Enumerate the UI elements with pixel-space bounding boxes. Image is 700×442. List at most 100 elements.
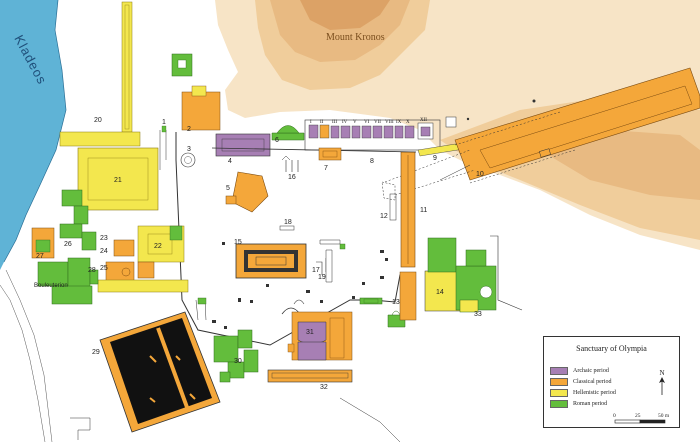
treasury-6 — [361, 125, 372, 139]
building-33-roman-villa — [427, 237, 497, 313]
bouleuterion-south-wing — [297, 341, 327, 361]
roman-30-block — [243, 349, 259, 373]
baths-block — [59, 223, 83, 239]
treasury-terrace: II III IV V VI VII VIII IX X XII I — [304, 118, 441, 151]
building-27-roman — [35, 239, 51, 253]
building-20-stoa — [59, 131, 141, 147]
marker — [380, 276, 384, 279]
leonidaion-mark — [175, 355, 181, 361]
number-label: 8 — [370, 158, 374, 165]
gate-square — [197, 297, 207, 305]
south-road — [339, 397, 401, 442]
marker — [352, 296, 355, 299]
legend-swatch — [550, 366, 568, 375]
philippeion-inner — [184, 156, 192, 164]
west-long-stoa-inner — [124, 4, 130, 130]
treasury-numeral: VI — [364, 120, 370, 125]
complex-block — [51, 285, 93, 305]
building-7-metroon — [318, 147, 342, 161]
building-25-yellow — [97, 279, 189, 293]
building-2 — [181, 91, 221, 131]
treasury-7 — [372, 125, 383, 139]
legend-swatch — [550, 377, 568, 386]
legend-item-hellenistic: Hellenistic period — [550, 388, 616, 397]
small-orange-base — [287, 343, 295, 353]
number-label: 15 — [234, 239, 242, 246]
treasury-terrace-wall — [304, 119, 441, 151]
number-label: 20 — [94, 117, 102, 124]
roman-villa-block — [465, 249, 487, 267]
building-14 — [424, 270, 462, 312]
number-label: 6 — [275, 137, 279, 144]
treasury-numeral: VII — [374, 120, 381, 125]
legend-item-label: Archaic period — [573, 367, 609, 374]
roman-base-small — [339, 243, 346, 250]
palaestra-court — [87, 157, 149, 201]
number-label: 24 — [100, 248, 108, 255]
north-arrow-icon — [659, 377, 665, 395]
building-13-apse — [391, 310, 401, 316]
number-label: 21 — [114, 177, 122, 184]
road-north — [159, 130, 167, 170]
building-3-philippeion — [180, 152, 196, 168]
marker — [266, 284, 269, 287]
number-label: 23 — [100, 235, 108, 242]
theokoleon-roman — [169, 225, 183, 241]
theokoleon-court — [147, 233, 173, 255]
marker — [238, 298, 241, 302]
number-label: 16 — [288, 174, 296, 181]
leonidaion-inner — [110, 318, 212, 424]
roman-30-block — [219, 371, 231, 383]
legend-item-label: Roman period — [573, 400, 608, 407]
number-label: 17 — [312, 267, 320, 274]
green-strip-inner — [363, 298, 379, 304]
river-channel-line — [0, 284, 46, 442]
south-structure — [70, 417, 91, 440]
building-numbers: 1 2 3 4 5 6 7 8 9 10 11 12 13 14 15 16 1… — [36, 117, 484, 391]
number-label: 12 — [380, 213, 388, 220]
complex-block — [67, 257, 91, 289]
treasury-2 — [319, 124, 330, 139]
treasury-numeral: III — [332, 120, 337, 125]
heroon-circle — [121, 267, 131, 277]
building-13b — [399, 271, 417, 321]
legend-item-classical: Classical period — [550, 377, 612, 386]
legend-item-label: Hellenistic period — [573, 389, 616, 396]
number-label: 30 — [234, 358, 242, 365]
number-label: 22 — [154, 243, 162, 250]
marker — [212, 320, 216, 323]
scale-mid: 25 — [635, 413, 641, 419]
river-water — [0, 0, 66, 270]
marker — [250, 300, 253, 303]
number-label: 7 — [324, 165, 328, 172]
treasury-12-core — [420, 126, 431, 137]
phidias-workshop — [137, 261, 155, 279]
building-15-temple-of-zeus — [235, 243, 307, 279]
number-label: 25 — [100, 265, 108, 272]
monument-markers — [212, 242, 388, 329]
number-label: 13 — [392, 299, 400, 306]
semicircle-base-2 — [293, 299, 305, 305]
leonidaion-mark — [189, 393, 196, 400]
treasury-3 — [330, 125, 340, 139]
marker — [320, 300, 323, 303]
number-label: 11 — [420, 207, 427, 214]
scale-bar — [614, 419, 666, 424]
marker — [306, 290, 310, 293]
number-label: 9 — [433, 155, 437, 162]
roman-30-block — [213, 335, 239, 363]
treasury-numeral: X — [406, 120, 410, 125]
treasury-numeral: IX — [396, 120, 402, 125]
house-label: Bouleuterion — [34, 283, 68, 289]
scale-zero: 0 — [613, 413, 616, 419]
treasury-numeral: II — [320, 120, 324, 125]
building-2-annex — [191, 85, 207, 97]
legend-item-label: Classical period — [573, 378, 612, 385]
stadium-line — [439, 164, 471, 181]
zeus-temple-naos — [255, 256, 287, 266]
legend-item-roman: Roman period — [550, 399, 607, 408]
heraion-cella — [221, 138, 265, 152]
treasury-numeral: XII — [420, 118, 427, 123]
marker — [222, 242, 225, 245]
